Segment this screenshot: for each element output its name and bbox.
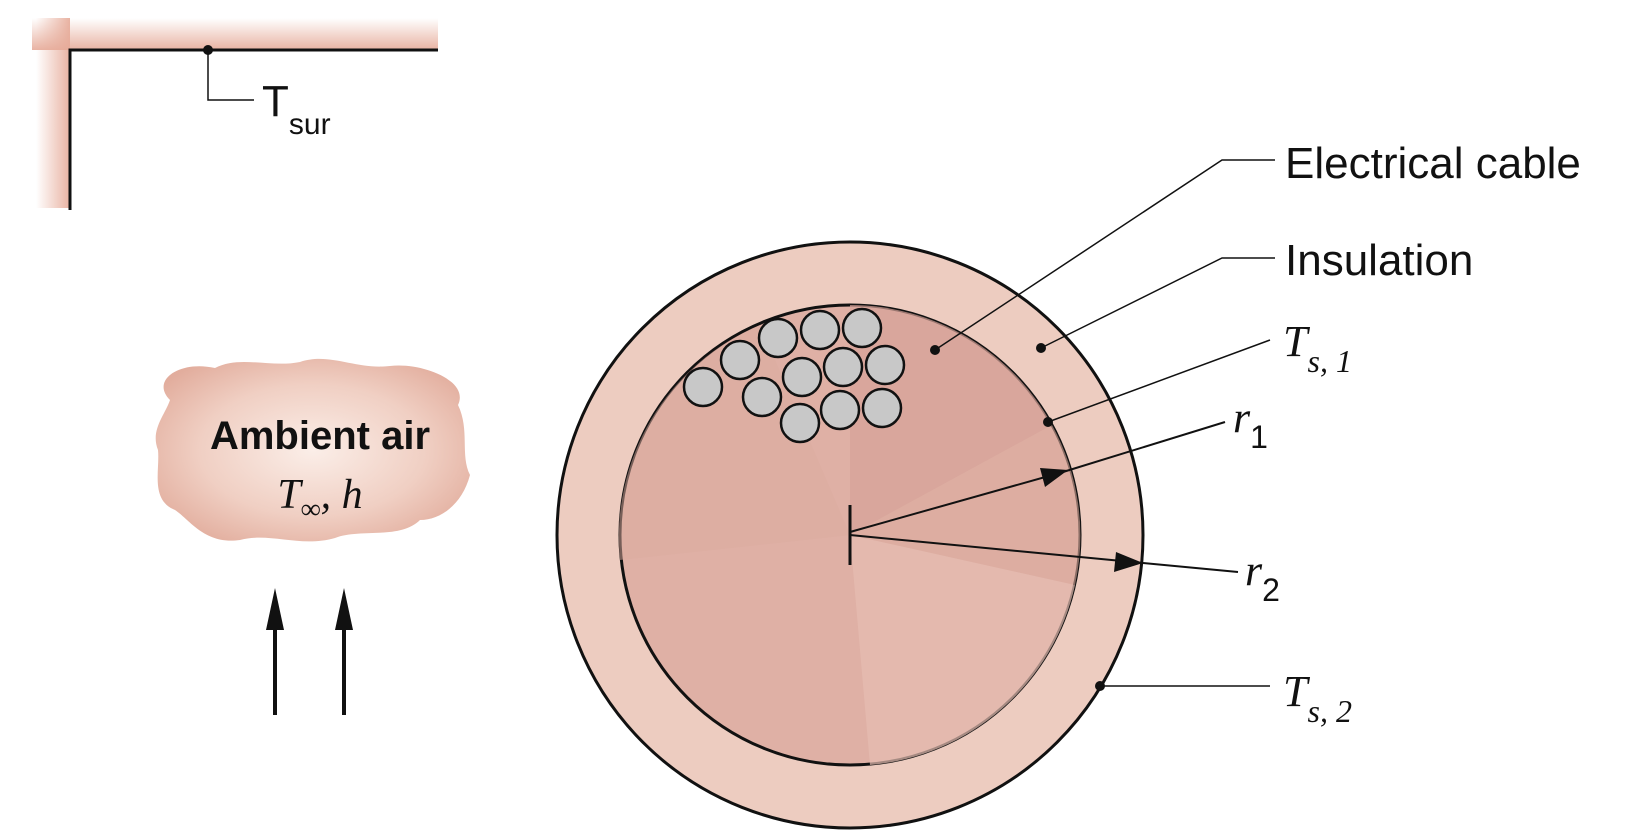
r1-arrow [849, 471, 1064, 533]
ts2-label: Ts, 2 [1283, 667, 1352, 729]
r1-leader [1062, 421, 1226, 473]
r2-arrowhead [1114, 552, 1143, 572]
strand [779, 402, 821, 444]
surroundings-wall: Tsur [32, 18, 438, 210]
strand [719, 339, 761, 381]
flow-arrowhead-right [335, 588, 353, 630]
cable-leader [934, 159, 1275, 351]
electrical-cable-label: Electrical cable [1285, 139, 1581, 188]
r2-label: r2 [1245, 546, 1280, 608]
flow-arrowhead-left [266, 588, 284, 630]
ambient-properties: T∞, h [277, 472, 362, 525]
strand [741, 376, 783, 418]
tsur-leader [207, 50, 254, 101]
cloud-shape [155, 358, 470, 542]
r2-arrow [849, 534, 1144, 564]
surroundings-shadow-left [36, 18, 70, 208]
conductor-strands [682, 307, 906, 444]
strand [682, 366, 724, 408]
surroundings-shadow-top [32, 18, 438, 50]
surroundings-line [68, 48, 438, 210]
strand [864, 344, 906, 386]
strand [822, 346, 864, 388]
strand [819, 389, 861, 431]
strand [861, 387, 903, 429]
strand [781, 356, 823, 398]
ambient-air-cloud: Ambient air T∞, h [155, 358, 470, 542]
insulation-leader [1040, 257, 1275, 349]
tsur-label: Tsur [262, 77, 331, 141]
core-shade-3 [850, 535, 1075, 765]
r2-leader [1142, 562, 1239, 573]
r1-label: r1 [1233, 393, 1268, 455]
r1-arrowhead [1040, 468, 1068, 487]
ts1-label: Ts, 1 [1283, 317, 1352, 379]
ts1-leader [1047, 339, 1271, 423]
air-flow-arrows [266, 588, 353, 715]
strand [757, 317, 799, 359]
strand [841, 307, 883, 349]
insulation-label: Insulation [1285, 236, 1473, 285]
cable-cross-section [555, 159, 1275, 830]
core-shade-4 [618, 325, 850, 560]
ambient-title: Ambient air [210, 414, 430, 458]
core-shade-2 [850, 425, 1081, 585]
strand [799, 309, 841, 351]
